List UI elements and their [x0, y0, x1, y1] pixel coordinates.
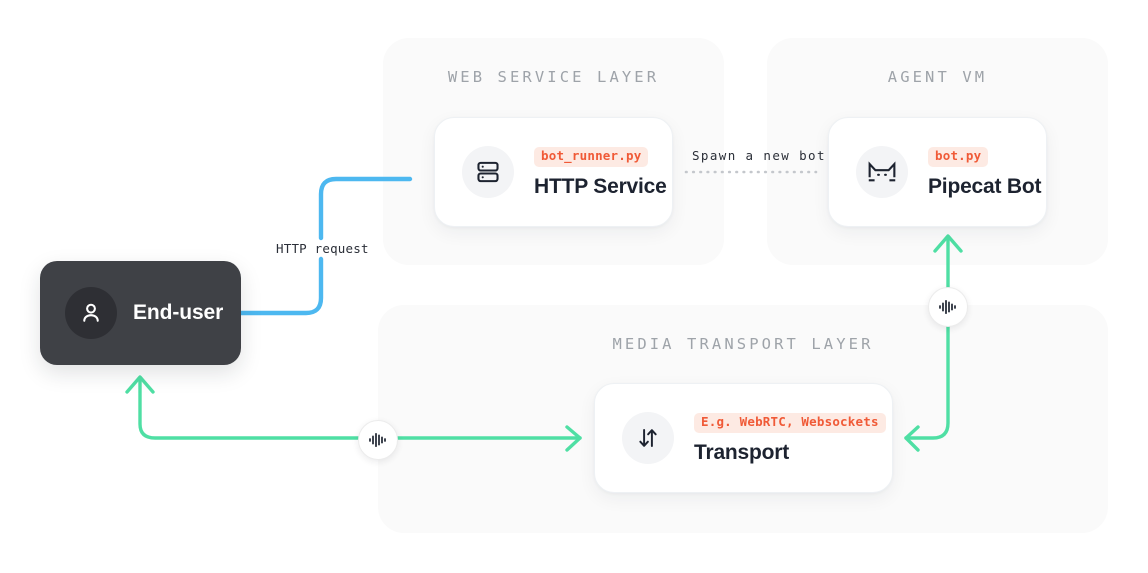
card-pipecat-bot[interactable]: bot.py Pipecat Bot	[828, 117, 1047, 227]
card-transport[interactable]: E.g. WebRTC, Websockets Transport	[594, 383, 893, 493]
card-tag-transport-examples: E.g. WebRTC, Websockets	[694, 413, 886, 433]
audio-waveform-icon-left	[358, 420, 398, 460]
edge-label-http-request: HTTP request	[276, 241, 369, 256]
panel-title-media-transport-layer: MEDIA TRANSPORT LAYER	[612, 335, 874, 353]
card-tag-bot-runner-py: bot_runner.py	[534, 147, 649, 167]
card-tag-bot-py: bot.py	[928, 147, 989, 167]
card-transport-text: E.g. WebRTC, Websockets Transport	[694, 413, 886, 463]
server-icon	[462, 146, 514, 198]
user-icon	[65, 287, 117, 339]
edge-label-spawn-a-new-bot: Spawn a new bot	[692, 148, 826, 163]
card-title-transport: Transport	[694, 440, 790, 464]
card-title-pipecat-bot: Pipecat Bot	[928, 174, 1042, 198]
end-user-label: End-user	[133, 301, 224, 324]
card-http-service-text: bot_runner.py HTTP Service	[534, 147, 667, 197]
transfer-arrows-icon	[622, 412, 674, 464]
card-pipecat-bot-text: bot.py Pipecat Bot	[928, 147, 1042, 198]
card-http-service[interactable]: bot_runner.py HTTP Service	[434, 117, 673, 227]
panel-title-web-service-layer: WEB SERVICE LAYER	[447, 68, 660, 86]
audio-waveform-icon-right	[928, 287, 968, 327]
pipecat-cat-icon	[856, 146, 908, 198]
panel-title-agent-vm: AGENT VM	[887, 68, 988, 86]
card-title-http-service: HTTP Service	[534, 174, 667, 198]
end-user-node[interactable]: End-user	[40, 261, 241, 365]
